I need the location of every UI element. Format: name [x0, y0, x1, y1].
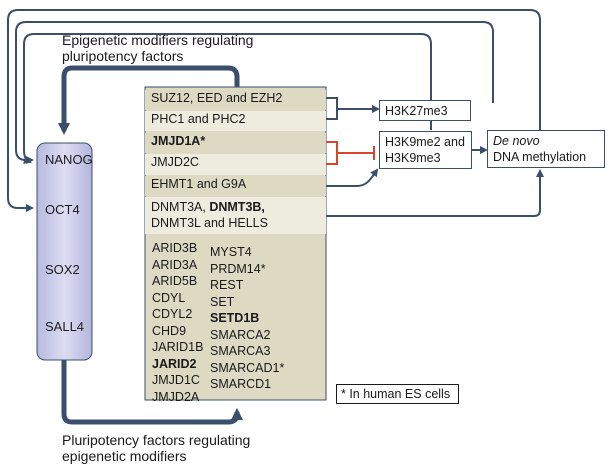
modifier-arid5b: ARID5B: [152, 274, 198, 288]
modifier-jarid2: JARID2: [152, 356, 197, 371]
modifier-suz12-eed-ezh2: SUZ12, EED and EZH2: [151, 91, 283, 105]
feedback-from-h3k27: [15, 21, 494, 164]
modifier-cdyl2: CDYL2: [152, 307, 193, 321]
footnote-box: * In human ES cells: [336, 384, 459, 404]
modifier-prdm14: PRDM14*: [210, 261, 266, 276]
target-denovo-line1: De novo: [493, 134, 540, 148]
feedback-from-denovo: [7, 9, 541, 212]
other-modifiers-left-column: ARID3B ARID3A ARID5B CDYL CDYL2 CHD9 JAR…: [152, 240, 203, 405]
modifier-ehmt1-g9a: EHMT1 and G9A: [151, 177, 247, 191]
modifier-jmjd2c: JMJD2C: [151, 155, 199, 169]
factor-sox2: SOX2: [45, 262, 80, 277]
modifier-smarca2: SMARCA2: [210, 327, 271, 342]
polycomb-bracket: [326, 97, 378, 120]
target-denovo-line2: DNA methylation: [493, 150, 587, 164]
modifier-smarcd1: SMARCD1: [210, 377, 272, 391]
caption-bottom-line2: epigenetic modifiers: [62, 448, 187, 464]
modifiers-to-factors-arrow: [58, 65, 240, 135]
modifier-row-polycomb-1: SUZ12, EED and EZH2: [145, 90, 326, 110]
other-modifiers-right-column: MYST4 PRDM14* REST SET SETD1B SMARCA2 SM…: [210, 244, 284, 393]
modifier-chd9: CHD9: [152, 323, 187, 338]
target-h3k27me3-label: H3K27me3: [385, 104, 448, 118]
factor-sall4: SALL4: [45, 319, 85, 334]
modifier-set: SET: [210, 294, 235, 309]
caption-top-line2: pluripotency factors: [62, 48, 184, 64]
modifier-smarca3: SMARCA3: [210, 344, 271, 358]
ehmt-arrow: [326, 168, 379, 187]
demethylase-inhibit-bracket: [326, 141, 375, 165]
modifier-dnmt3l-hells: DNMT3L and HELLS: [151, 216, 268, 230]
modifier-dnmt-line1: DNMT3A, DNMT3B,: [151, 199, 326, 215]
factor-nanog: NANOG: [45, 152, 93, 167]
modifier-jarid1b: JARID1B: [152, 340, 204, 354]
modifier-dnmt3a: DNMT3A,: [151, 200, 210, 214]
modifier-dnmt3b: DNMT3B,: [209, 200, 265, 214]
caption-factors-regulating-modifiers: Pluripotency factors regulating epigenet…: [62, 432, 250, 464]
modifier-row-dnmt: DNMT3A, DNMT3B, DNMT3L and HELLS: [145, 197, 326, 234]
caption-bottom-line1: Pluripotency factors regulating: [62, 432, 251, 448]
feedback-from-h3k9: [23, 33, 432, 164]
modifier-setd1b: SETD1B: [210, 311, 260, 325]
modifier-row-jmjd2c: JMJD2C: [145, 154, 326, 175]
modifier-jmjd1c: JMJD1C: [152, 373, 200, 387]
target-de-novo-dna-methylation: De novo DNA methylation: [487, 130, 605, 168]
modifier-jmjd1a: JMJD1A*: [151, 134, 206, 148]
modifier-rest: REST: [210, 278, 244, 292]
footnote-text: * In human ES cells: [341, 387, 451, 401]
modifier-arid3b: ARID3B: [152, 241, 198, 255]
modifier-smarcad1: SMARCAD1*: [210, 360, 285, 375]
target-h3k27me3: H3K27me3: [379, 100, 471, 121]
modifier-myst4: MYST4: [210, 245, 252, 259]
modifier-phc1-phc2: PHC1 and PHC2: [151, 112, 246, 126]
dnmt-arrow: [326, 169, 544, 217]
modifier-jmjd2a: JMJD2A: [152, 389, 200, 404]
modifier-row-jmjd1a: JMJD1A*: [145, 133, 326, 153]
caption-modifiers-regulating-factors: Epigenetic modifiers regulating pluripot…: [62, 32, 253, 64]
target-h3k9-line2: H3K9me3: [385, 151, 441, 165]
modifier-row-ehmt: EHMT1 and G9A: [145, 176, 326, 196]
factors-to-modifiers-arrow: [61, 360, 243, 425]
modifier-arid3a: ARID3A: [152, 257, 198, 272]
modifier-cdyl: CDYL: [152, 290, 186, 305]
target-h3k9-line1: H3K9me2 and: [385, 135, 465, 149]
modifier-row-polycomb-2: PHC1 and PHC2: [145, 111, 326, 131]
caption-top-line1: Epigenetic modifiers regulating: [62, 32, 254, 48]
factor-oct4: OCT4: [45, 202, 80, 217]
target-h3k9me2-me3: H3K9me2 and H3K9me3: [379, 131, 472, 169]
